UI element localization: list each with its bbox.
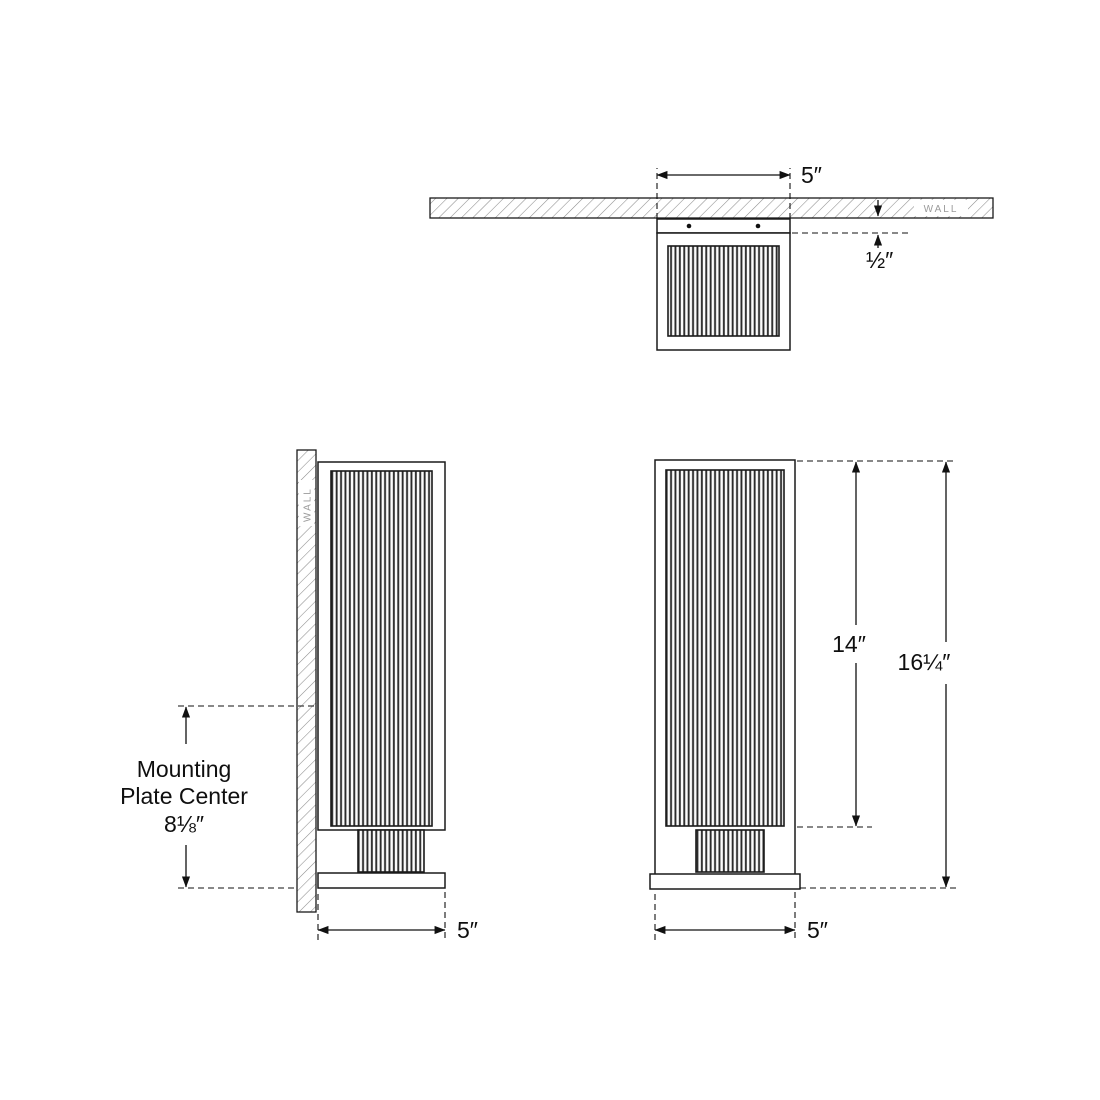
side-view: WALL Mounting Plate Center 8⅛″ 5″: [120, 449, 478, 943]
shade-ribs-top: [667, 245, 780, 337]
screw-dot-right: [755, 223, 761, 229]
base-plate-front: [649, 873, 801, 890]
dim-label-overall-height: 16¼″: [898, 649, 951, 675]
front-view: 14″ 16¼″ 5″: [649, 459, 957, 943]
socket-front: [695, 829, 765, 873]
wall-section-side: [296, 449, 317, 913]
dim-label-front-width: 5″: [807, 917, 828, 943]
mounting-label-line2: Plate Center: [120, 783, 248, 809]
wall-section-top: [429, 197, 994, 219]
wall-label-top: WALL: [924, 204, 959, 215]
mounting-label-line1: Mounting: [137, 756, 232, 782]
mounting-plate-top: [656, 218, 791, 234]
wall-label-bg-side: [299, 480, 314, 526]
top-view: WALL 5″ ½″: [429, 162, 994, 351]
wall-label-side: WALL: [303, 487, 314, 522]
shade-ribs-side: [330, 470, 433, 827]
socket-side: [357, 829, 425, 873]
wall-label-bg-top: [914, 200, 968, 216]
bottom-arm-side: [317, 872, 446, 889]
dim-label-offset: ½″: [866, 247, 893, 273]
dim-label-top-width: 5″: [801, 162, 822, 188]
dim-label-shade-height: 14″: [832, 631, 866, 657]
mounting-label-value: 8⅛″: [164, 811, 204, 837]
shade-ribs-front: [665, 469, 785, 827]
dim-label-depth: 5″: [457, 917, 478, 943]
screw-dot-left: [686, 223, 692, 229]
